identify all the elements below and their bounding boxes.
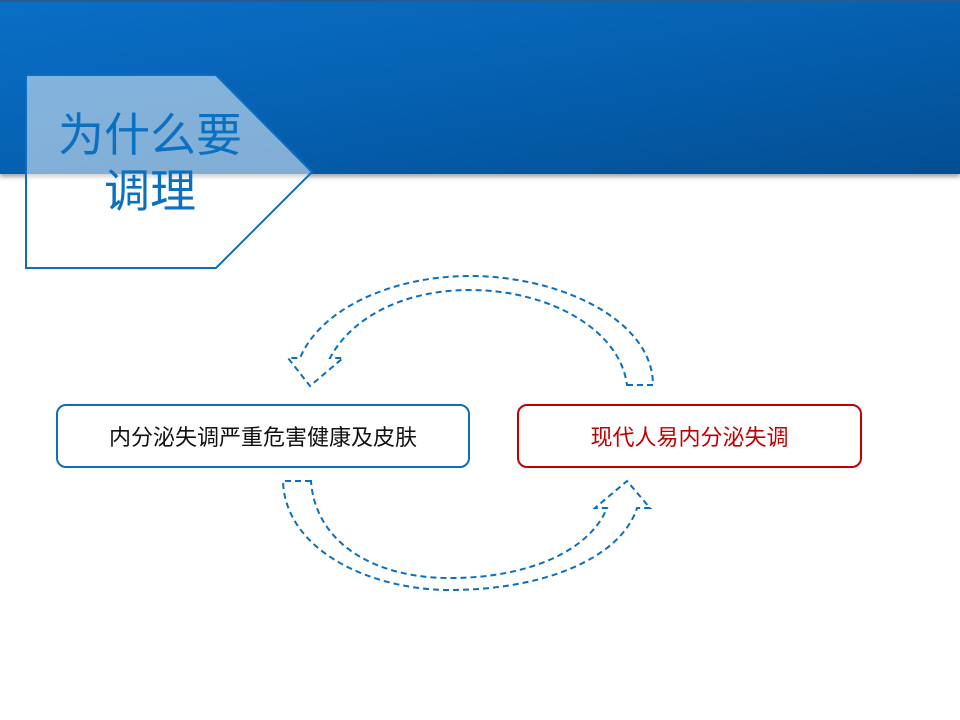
page-title: 为什么要 调理 <box>40 107 260 219</box>
title-line-1: 为什么要 <box>58 108 242 162</box>
node-health-harm: 内分泌失调严重危害健康及皮肤 <box>56 404 470 468</box>
title-line-2: 调理 <box>104 164 196 218</box>
title-pentagon <box>25 74 314 269</box>
node-health-harm-label: 内分泌失调严重危害健康及皮肤 <box>108 426 417 451</box>
cycle-arrow-bottom <box>281 479 653 592</box>
node-endocrine-disorder-label: 现代人易内分泌失调 <box>590 426 789 451</box>
node-endocrine-disorder: 现代人易内分泌失调 <box>517 404 862 468</box>
cycle-arrow-top <box>285 274 655 388</box>
